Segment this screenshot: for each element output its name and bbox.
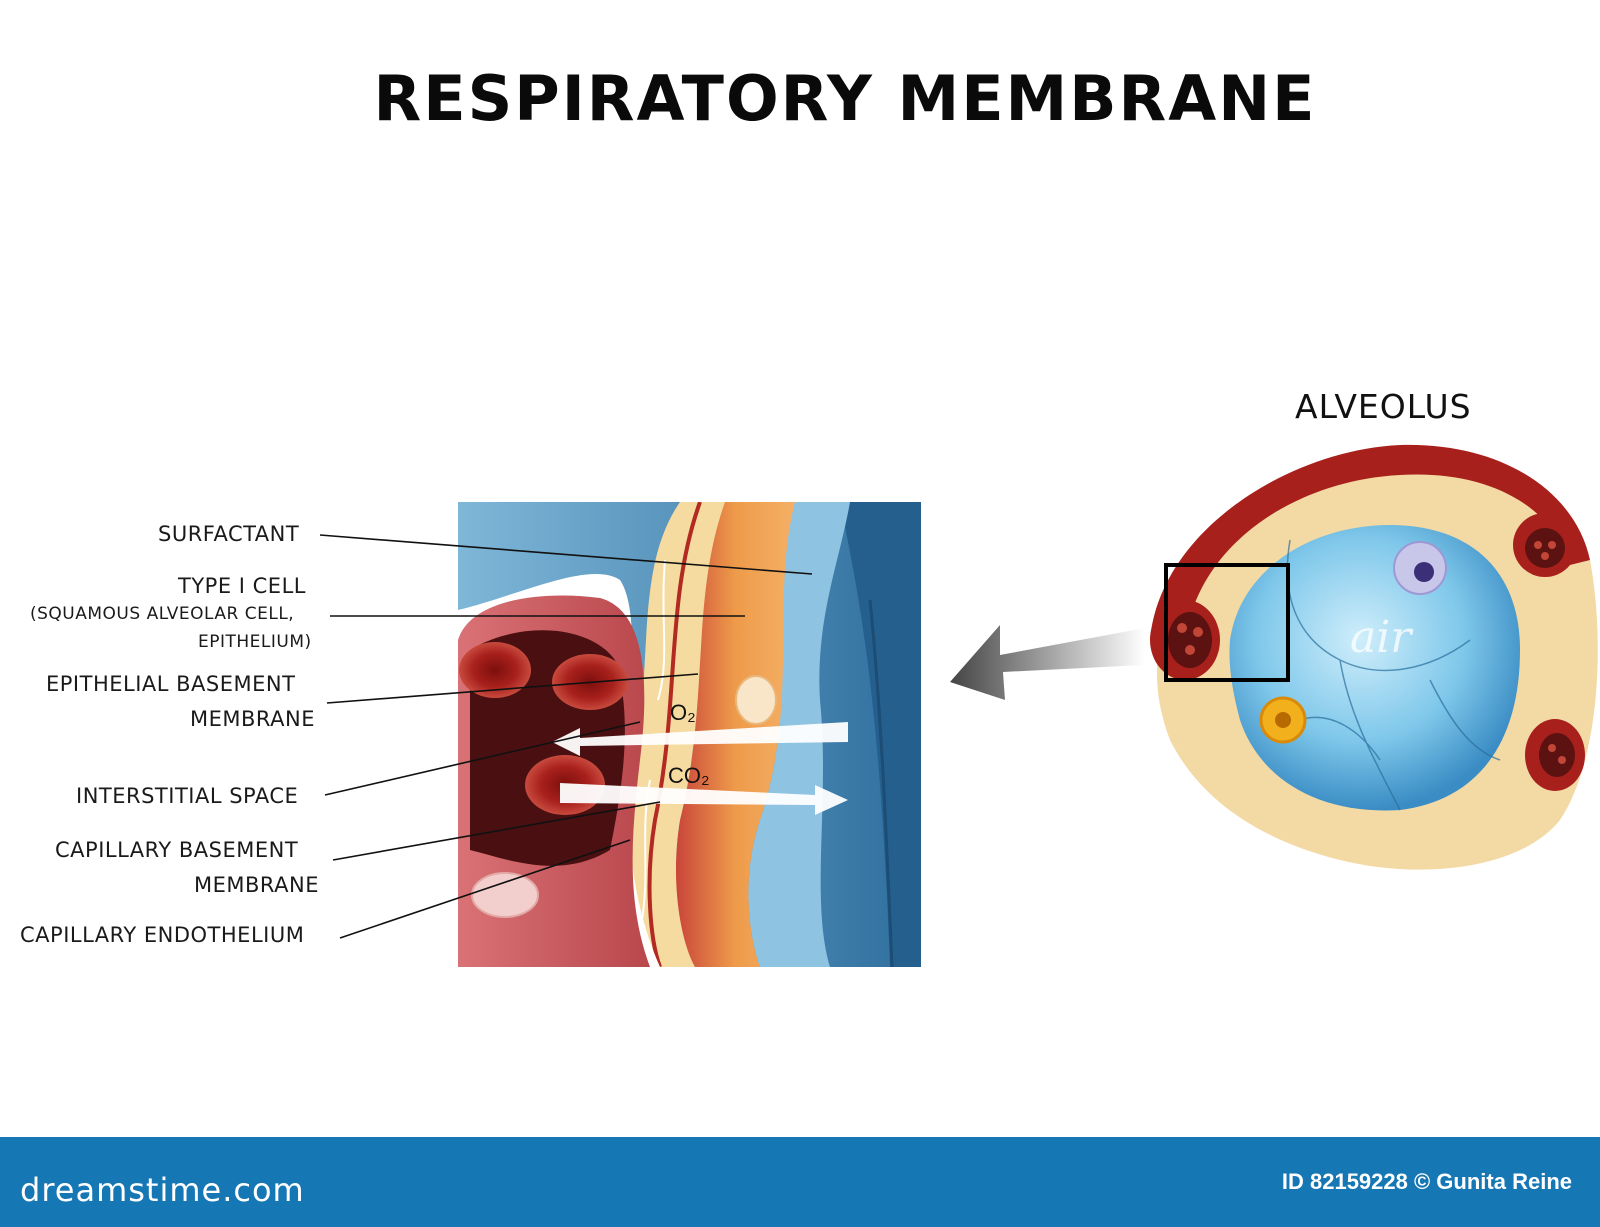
alveolar-air-space [1229,525,1520,811]
label-co2: CO₂ [668,763,710,788]
label-type-i-cell-sub2: EPITHELIUM) [198,632,312,652]
membrane-cross-section [458,502,921,967]
type-i-nucleus [735,675,777,725]
red-blood-cell [459,642,531,698]
footer-credit: ID 82159228 © Gunita Reine [1281,1169,1572,1194]
leader-lines [319,534,813,939]
page-title: RESPIRATORY MEMBRANE [373,62,1317,135]
label-epithelial-basement: EPITHELIAL BASEMENT [46,672,296,696]
label-capillary-basement-2: MEMBRANE [194,873,319,897]
epithelial-basement-line [647,502,702,967]
zoom-box [1164,563,1290,682]
vessel-cross-section [1513,513,1577,577]
label-capillary-basement: CAPILLARY BASEMENT [55,838,299,862]
white-blood-cell [471,872,539,918]
label-type-i-cell-sub1: (SQUAMOUS ALVEOLAR CELL, [30,604,295,624]
air-label: air [1350,612,1412,663]
label-type-i-cell: TYPE I CELL [178,574,306,598]
vessel-cross-section [1150,600,1220,680]
footer-logo[interactable]: dreamstime.com [20,1171,305,1209]
label-o2: O₂ [670,700,696,725]
co2-arrow [560,783,848,815]
o2-arrow [552,722,848,756]
alveolus-illustration [1150,444,1598,870]
footer-bar: dreamstime.com ID 82159228 © Gunita Rein… [0,1137,1600,1227]
label-capillary-endothelium: CAPILLARY ENDOTHELIUM [20,923,305,947]
label-epithelial-basement-2: MEMBRANE [190,707,315,731]
label-surfactant: SURFACTANT [158,522,300,546]
label-interstitial-space: INTERSTITIAL SPACE [76,784,299,808]
zoom-arrow [950,625,1145,700]
vessel-cross-section [1525,719,1585,791]
capillary-wall [1150,444,1590,640]
alveolus-title: ALVEOLUS [1295,387,1472,426]
